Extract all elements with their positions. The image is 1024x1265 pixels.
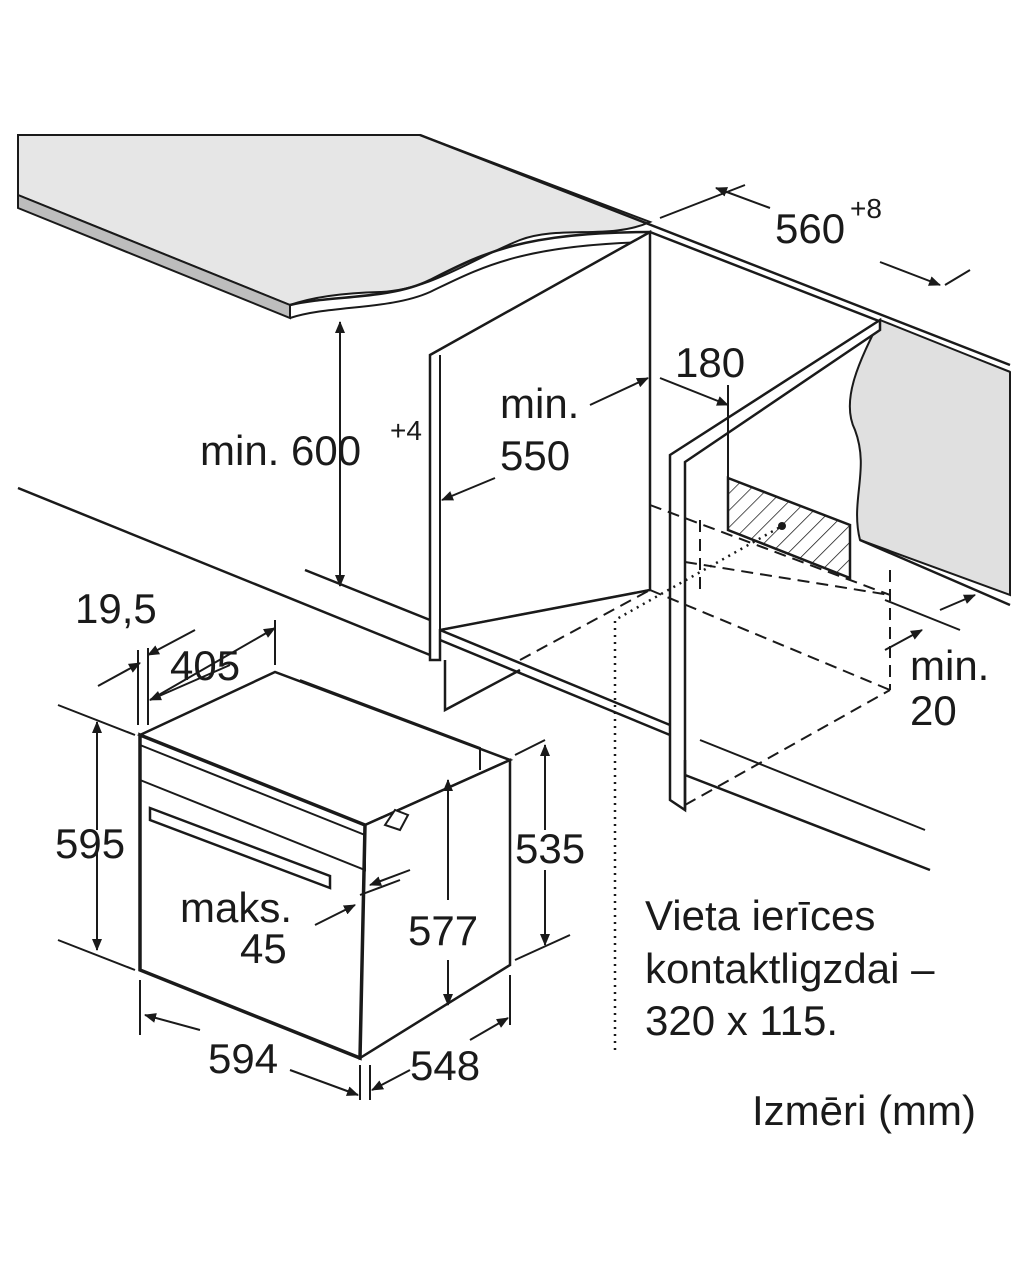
note-line-2: kontaktligzdai – <box>645 945 935 992</box>
dimension-lines <box>57 184 976 1100</box>
units-label: Izmēri (mm) <box>752 1087 976 1134</box>
oven <box>136 670 514 1061</box>
label-535: 535 <box>515 825 585 872</box>
label-min-550-a: min. <box>500 380 579 427</box>
note-line-1: Vieta ierīces <box>645 892 875 939</box>
label-548: 548 <box>410 1042 480 1089</box>
label-maks-b: 45 <box>240 925 287 972</box>
label-height-niche-tolerance: +4 <box>390 415 422 446</box>
cabinet-left-panel <box>17 229 671 737</box>
label-height-niche: min. 600 <box>200 427 361 474</box>
label-595: 595 <box>55 820 125 867</box>
label-594: 594 <box>208 1035 278 1082</box>
right-wall <box>419 133 1011 607</box>
label-405: 405 <box>170 642 240 689</box>
label-19-5: 19,5 <box>75 585 157 632</box>
label-width-niche-tolerance: +8 <box>850 193 882 224</box>
label-577: 577 <box>408 907 478 954</box>
niche-outline <box>439 500 891 1050</box>
socket-zone <box>726 385 852 580</box>
label-depth-180: 180 <box>675 339 745 386</box>
label-maks-a: maks. <box>180 884 292 931</box>
label-min-20-a: min. <box>910 642 989 689</box>
label-width-niche: 560 <box>775 205 845 252</box>
label-min-20-b: 20 <box>910 687 957 734</box>
cabinet-right-panel <box>668 317 931 872</box>
label-min-550-b: 550 <box>500 432 570 479</box>
note-line-3: 320 x 115. <box>645 997 838 1044</box>
worktop <box>17 134 653 320</box>
